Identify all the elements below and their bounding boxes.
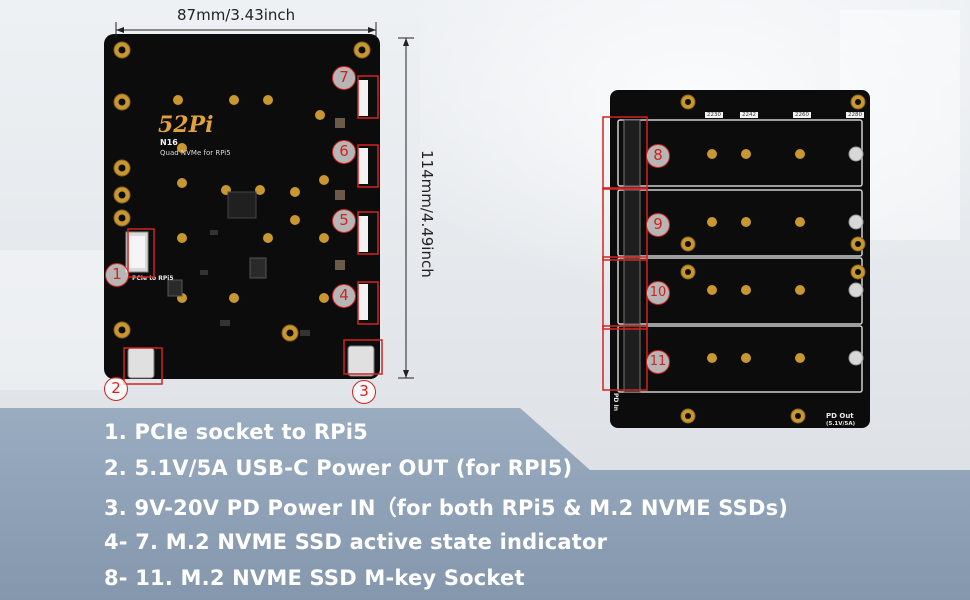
board-model-text: N16 <box>160 138 178 147</box>
callout-10: 10 <box>646 281 670 305</box>
callout-4: 4 <box>332 284 356 308</box>
callout-5: 5 <box>332 209 356 233</box>
callout-2: 2 <box>104 377 128 401</box>
width-dimension-label: 87mm/3.43inch <box>177 6 296 24</box>
callout-7: 7 <box>332 66 356 90</box>
board-pd-out-label: PD Out <box>826 412 854 420</box>
board-pd-out-spec: (5.1V/5A) <box>826 421 856 427</box>
slot-size-2280: 2280 <box>846 112 864 118</box>
callout-11: 11 <box>646 350 670 374</box>
board-subtitle-text: Quad NVMe for RPi5 <box>160 149 231 157</box>
callout-8: 8 <box>646 144 670 168</box>
callout-6: 6 <box>332 140 356 164</box>
legend-panel-shape <box>0 408 970 600</box>
board-bottom-view <box>610 90 870 428</box>
slot-size-2260: 2260 <box>793 112 811 118</box>
callout-1: 1 <box>105 263 129 287</box>
board-logo-text: 52Pi <box>158 112 214 138</box>
callout-3: 3 <box>352 380 376 404</box>
board-top-view <box>104 34 380 379</box>
slot-size-2230: 2230 <box>705 112 723 118</box>
slot-size-2242: 2242 <box>740 112 758 118</box>
callout-9: 9 <box>646 213 670 237</box>
board-pcie-label: PCIe to RPi5 <box>132 275 174 282</box>
